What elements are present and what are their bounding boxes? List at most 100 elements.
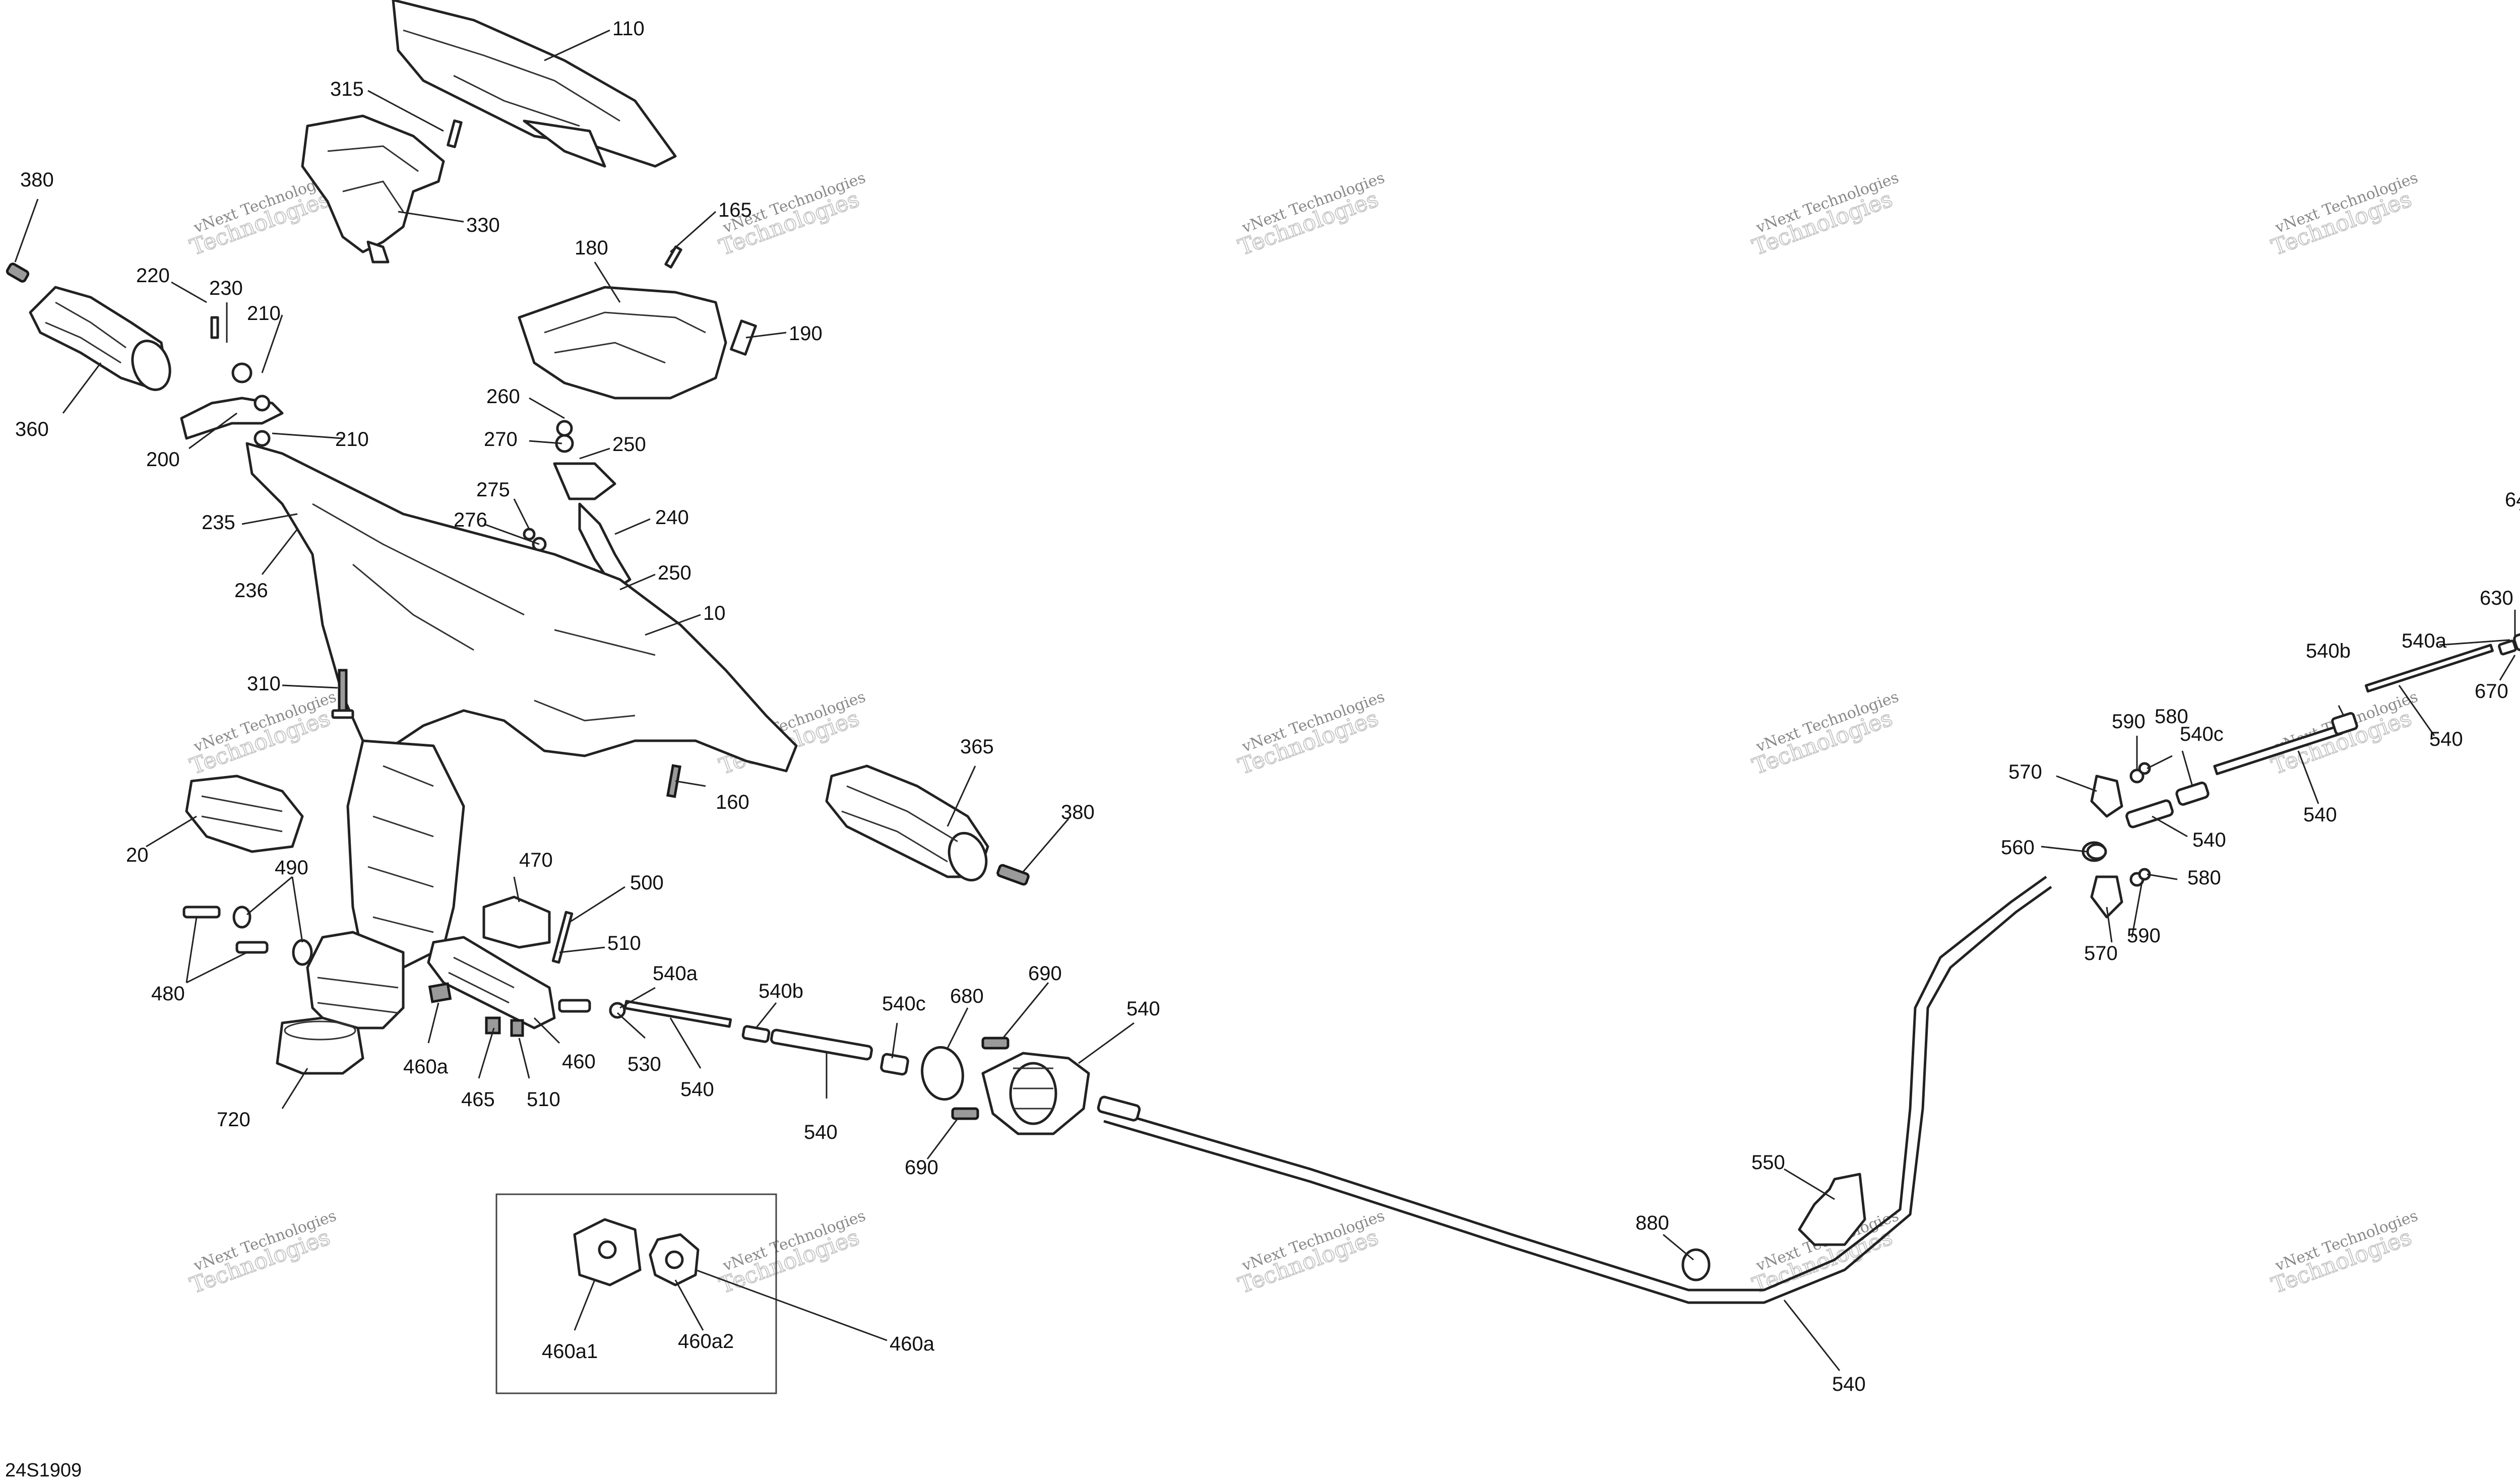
callout-630: 630 <box>2480 587 2513 609</box>
switch-housing-part <box>185 775 304 853</box>
callout-310: 310 <box>247 673 281 695</box>
callout-315: 315 <box>330 78 364 100</box>
callout-240: 240 <box>655 506 689 529</box>
callout-460a: 460a <box>403 1056 449 1078</box>
callout-540-right-3: 540 <box>2429 728 2463 750</box>
callout-540-left-1: 540 <box>680 1078 714 1101</box>
callout-380-right: 380 <box>1061 801 1095 823</box>
watermark: Technologies vNext Technologies <box>1234 169 1387 261</box>
callout-270: 270 <box>484 428 518 450</box>
callout-560: 560 <box>2001 836 2035 859</box>
washer-560-part <box>2086 843 2107 860</box>
watermark: Technologies vNext Technologies <box>1234 1207 1387 1299</box>
detail-box-460a <box>495 1193 777 1394</box>
callout-540-bottom: 540 <box>1832 1373 1866 1395</box>
callout-540c-right: 540c <box>2180 723 2224 745</box>
cable-flange-part <box>981 1052 1090 1135</box>
callout-230: 230 <box>209 277 243 299</box>
watermark: Technologies vNext Technologies <box>2267 688 2420 780</box>
callout-590-bottom: 590 <box>2127 925 2161 947</box>
callout-110: 110 <box>612 18 645 40</box>
callout-235: 235 <box>202 511 235 534</box>
callout-590-top: 590 <box>2112 711 2146 733</box>
callout-540-mid: 540 <box>1126 998 1160 1020</box>
callout-690-top: 690 <box>1028 962 1062 985</box>
cable-end-right-part <box>2082 628 2520 919</box>
callout-460a2: 460a2 <box>678 1330 734 1352</box>
callout-210-top: 210 <box>247 302 281 325</box>
watermark-layer: Technologies vNext Technologies Technolo… <box>186 169 2420 1299</box>
callout-540a-left: 540a <box>653 962 698 985</box>
left-grip-part <box>29 286 171 391</box>
watermark: Technologies vNext Technologies <box>1234 688 1387 780</box>
callout-200: 200 <box>146 448 180 471</box>
callout-236: 236 <box>234 579 268 602</box>
watermark: Technologies vNext Technologies <box>1748 688 1901 780</box>
callout-460a-box: 460a <box>890 1333 935 1355</box>
bracket-470-part <box>427 895 626 1037</box>
callout-276: 276 <box>454 509 487 531</box>
callout-490: 490 <box>275 857 308 879</box>
screw-310-part <box>331 669 354 719</box>
callout-540c-left: 540c <box>882 993 926 1015</box>
callout-570-bottom: 570 <box>2084 942 2118 964</box>
callout-690-bottom: 690 <box>905 1156 938 1179</box>
callout-540-right-1: 540 <box>2192 829 2226 851</box>
callout-540a-right: 540a <box>2402 630 2447 652</box>
callout-220: 220 <box>136 265 170 287</box>
handlebar-housing-part <box>245 442 798 1029</box>
right-bar-end-screw-part <box>996 864 1030 886</box>
hand-guard-part <box>518 245 757 400</box>
callout-labels: 110 315 330 380 360 220 230 210 200 210 … <box>15 18 2520 1395</box>
callout-10: 10 <box>703 602 726 624</box>
watermark: Technologies vNext Technologies <box>2267 169 2420 261</box>
callout-540-left-2: 540 <box>804 1121 838 1143</box>
callout-580-top: 580 <box>2155 705 2188 728</box>
callout-550: 550 <box>1751 1151 1785 1174</box>
screws-690-part <box>951 1037 1010 1120</box>
callout-540b-left: 540b <box>759 980 803 1002</box>
o-ring-part <box>921 1046 964 1101</box>
callout-720: 720 <box>217 1109 250 1131</box>
callout-510-top: 510 <box>607 932 641 954</box>
callout-330: 330 <box>466 214 500 236</box>
callout-570-top: 570 <box>2008 761 2042 783</box>
drawing-code: 24S1909 <box>5 1460 82 1481</box>
callout-260: 260 <box>486 385 520 408</box>
watermark: Technologies vNext Technologies <box>2267 1207 2420 1299</box>
watermark: Technologies vNext Technologies <box>186 1207 339 1299</box>
callout-530: 530 <box>627 1053 661 1075</box>
callout-250-top: 250 <box>612 433 646 456</box>
side-cover-part <box>301 114 463 264</box>
callout-470: 470 <box>519 849 553 871</box>
callout-275: 275 <box>476 479 510 501</box>
cable-rod-left-part <box>623 1000 909 1076</box>
callout-210-bottom: 210 <box>335 428 369 450</box>
callout-670: 670 <box>2475 680 2508 702</box>
ring-nut-part <box>276 1016 364 1075</box>
callout-360: 360 <box>15 418 49 440</box>
callout-510-bottom: 510 <box>527 1088 560 1111</box>
callout-190: 190 <box>789 323 823 345</box>
parts-layer <box>6 0 2520 1394</box>
callout-460a1: 460a1 <box>542 1340 598 1363</box>
callout-160: 160 <box>716 791 749 813</box>
callout-540b-right: 540b <box>2306 640 2351 662</box>
right-grip-part <box>825 764 989 882</box>
callout-880: 880 <box>1635 1212 1669 1234</box>
callout-380-left: 380 <box>20 169 54 191</box>
watermark: Technologies vNext Technologies <box>1748 169 1901 261</box>
upper-cover-part <box>392 0 677 168</box>
callout-640: 640 <box>2505 489 2520 511</box>
lever-part <box>180 316 284 447</box>
callout-480: 480 <box>151 983 185 1005</box>
leader-lines <box>14 29 2520 1371</box>
watermark: Technologies vNext Technologies <box>186 688 339 780</box>
left-bar-end-screw-part <box>6 263 30 283</box>
long-cable-part <box>1097 875 2052 1304</box>
callout-180: 180 <box>575 237 608 259</box>
callout-365: 365 <box>960 736 994 758</box>
callout-460: 460 <box>562 1051 596 1073</box>
callout-165: 165 <box>718 199 752 221</box>
